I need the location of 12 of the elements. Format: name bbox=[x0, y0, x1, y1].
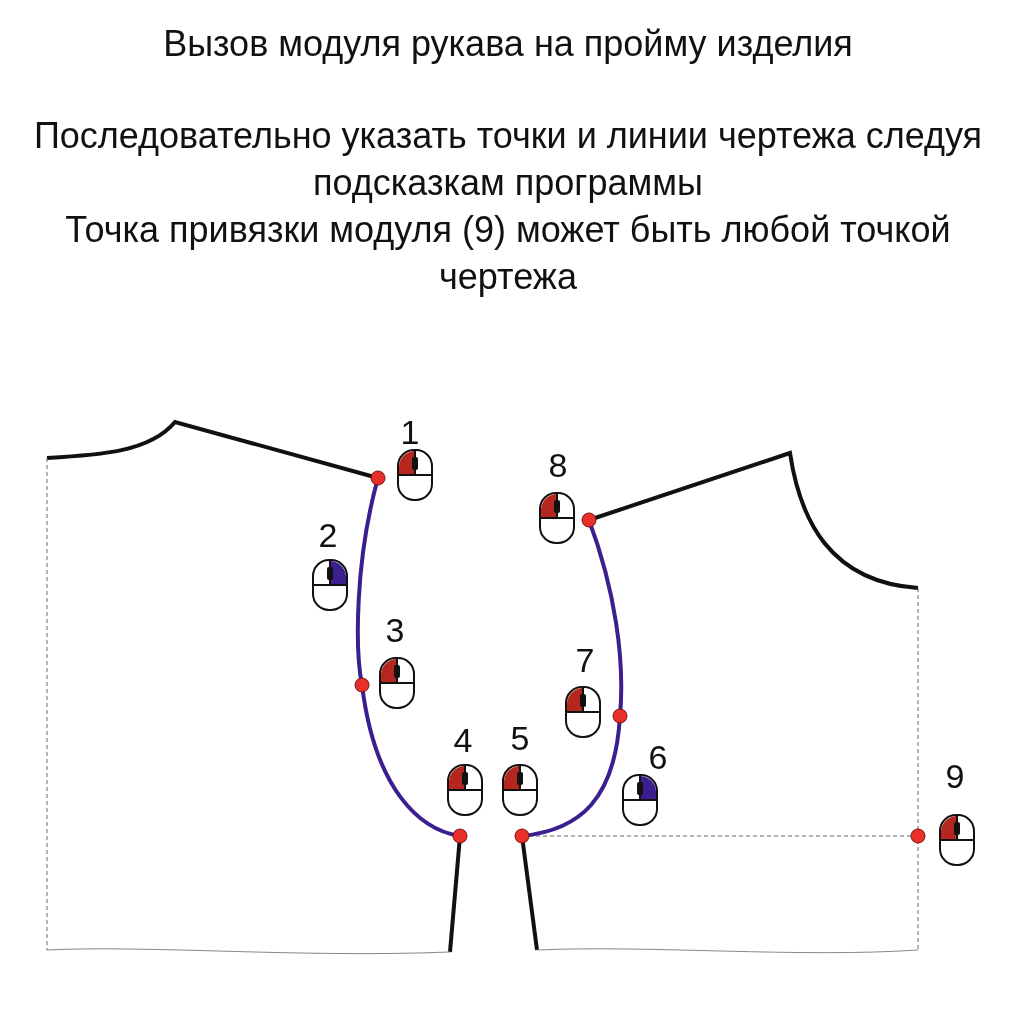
callout-number: 2 bbox=[317, 516, 339, 554]
callout-number: 4 bbox=[452, 721, 474, 759]
instruction-text: Последовательно указать точки и линии чертежа следуя подсказкам программы bbox=[32, 114, 984, 205]
callout-number: 3 bbox=[384, 611, 406, 649]
callout-number: 9 bbox=[944, 757, 966, 795]
callout-number: 7 bbox=[574, 641, 596, 679]
callout-number: 5 bbox=[509, 719, 531, 757]
instruction-text: Точка привязки модуля (9) может быть любой точкой чертежа bbox=[64, 208, 952, 299]
callout-number: 8 bbox=[547, 446, 569, 484]
callout-number: 1 bbox=[399, 413, 421, 451]
title: Вызов модуля рукава на пройму изделия bbox=[162, 22, 854, 66]
callout-number: 6 bbox=[647, 738, 669, 776]
